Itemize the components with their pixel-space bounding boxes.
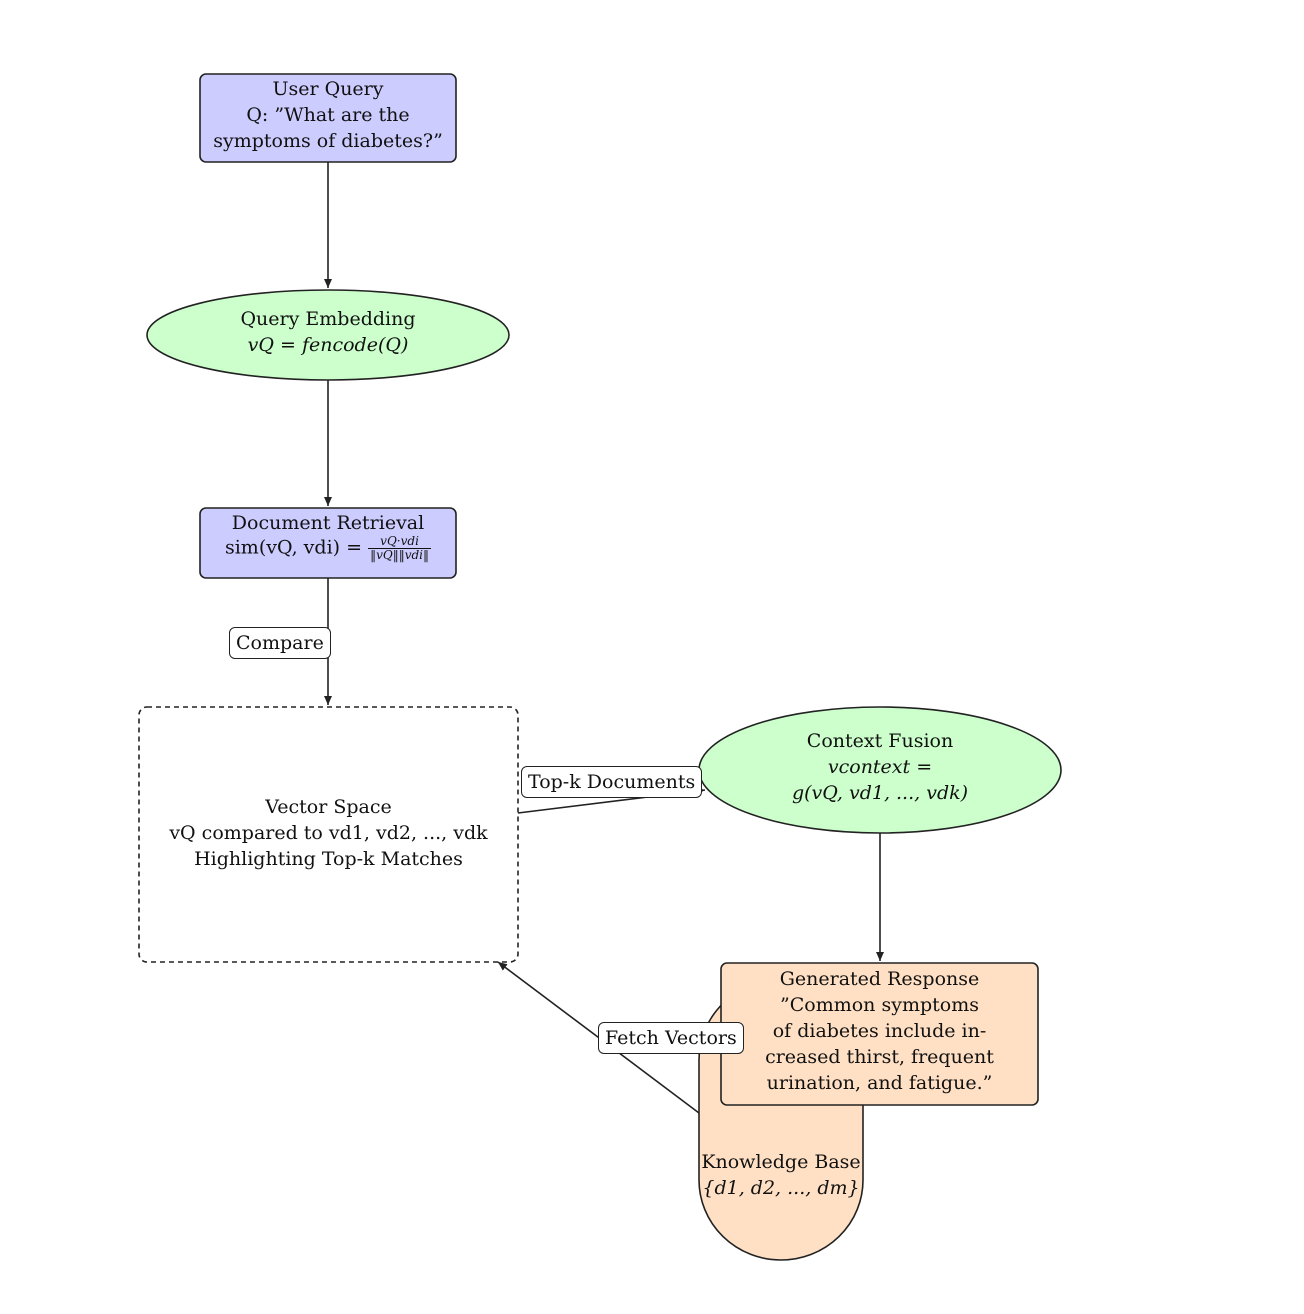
vector-space-text: Vector Space vQ compared to vd1, vd2, ..… <box>139 794 518 872</box>
query-embedding-formula: vQ = fencode(Q) <box>247 334 409 356</box>
vector-space-box <box>138 706 519 963</box>
user-query-line: symptoms of diabetes?” <box>213 130 443 152</box>
similarity-denominator: ‖vQ‖‖vdi‖ <box>370 548 429 562</box>
document-retrieval-text: Document Retrieval sim(vQ, vdi) = vQ·vdi… <box>200 511 456 562</box>
vector-space-line: vQ compared to vd1, vd2, ..., vdk <box>169 822 488 844</box>
generated-response-line: ”Common symptoms <box>780 994 979 1016</box>
user-query-text: User Query Q: ”What are the symptoms of … <box>200 76 456 154</box>
vector-space-title: Vector Space <box>265 796 392 818</box>
context-fusion-line: g(vQ, vd1, ..., vdk) <box>791 782 969 804</box>
user-query-title: User Query <box>272 78 384 100</box>
compare-label: Compare <box>229 627 331 659</box>
generated-response-line: urination, and fatigue.” <box>766 1072 993 1094</box>
knowledge-base-text: Knowledge Base {d1, d2, ..., dm} <box>699 1149 863 1201</box>
knowledge-base-title: Knowledge Base <box>701 1151 861 1173</box>
user-query-box <box>199 73 457 163</box>
query-embedding-text: Query Embedding vQ = fencode(Q) <box>150 306 506 358</box>
query-embedding-ellipse <box>146 289 510 381</box>
document-retrieval-formula: sim(vQ, vdi) = vQ·vdi ‖vQ‖‖vdi‖ <box>200 535 456 562</box>
top-k-documents-label: Top-k Documents <box>521 766 703 798</box>
fetch-vectors-label: Fetch Vectors <box>598 1022 744 1054</box>
context-fusion-title: Context Fusion <box>806 730 954 752</box>
similarity-numerator: vQ·vdi <box>368 535 431 549</box>
similarity-fraction: vQ·vdi ‖vQ‖‖vdi‖ <box>368 535 431 562</box>
generated-response-title: Generated Response <box>779 968 980 990</box>
vector-space-line: Highlighting Top-k Matches <box>194 848 463 870</box>
generated-response-text: Generated Response ”Common symptoms of d… <box>721 966 1038 1096</box>
document-retrieval-title: Document Retrieval <box>231 512 425 534</box>
query-embedding-title: Query Embedding <box>240 308 416 330</box>
knowledge-base-set: {d1, d2, ..., dm} <box>702 1177 860 1199</box>
generated-response-line: creased thirst, frequent <box>765 1046 994 1068</box>
context-fusion-line: vcontext = <box>827 756 933 778</box>
document-retrieval-box <box>199 507 457 579</box>
similarity-lhs: sim(vQ, vdi) = <box>224 536 363 559</box>
user-query-line: Q: ”What are the <box>246 104 410 126</box>
context-fusion-text: Context Fusion vcontext = g(vQ, vd1, ...… <box>720 728 1040 806</box>
generated-response-line: of diabetes include in- <box>772 1020 987 1042</box>
